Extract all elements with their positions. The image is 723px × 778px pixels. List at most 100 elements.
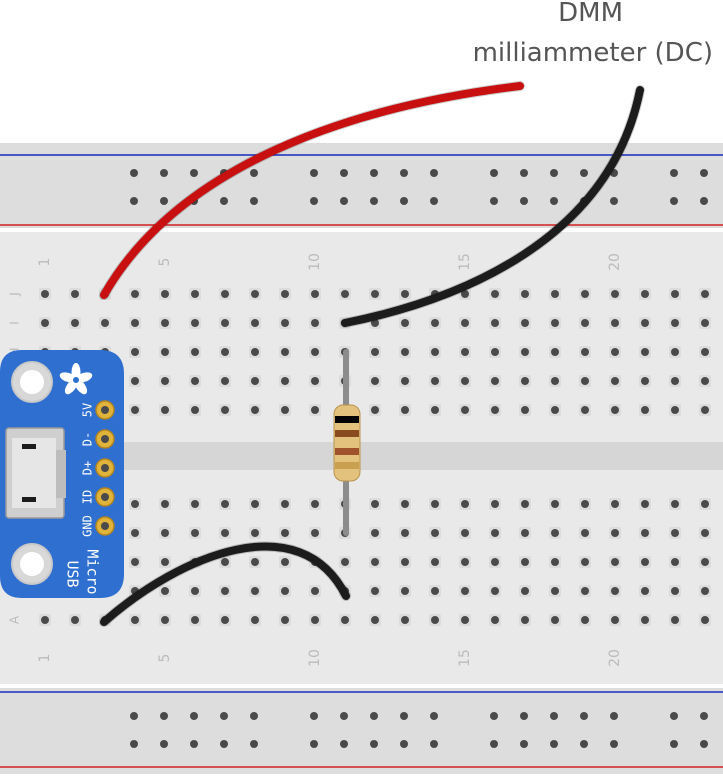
breadboard-hole: [251, 290, 259, 298]
rail-hole: [370, 169, 378, 177]
breadboard-hole: [701, 558, 709, 566]
breadboard-hole: [641, 587, 649, 595]
rail-hole: [520, 197, 528, 205]
breadboard-hole: [131, 319, 139, 327]
breadboard-hole: [461, 348, 469, 356]
resistor-band: [335, 462, 359, 469]
rail-hole: [160, 740, 168, 748]
column-number-bottom: 10: [307, 649, 323, 667]
usb-pin-hole: [101, 464, 109, 472]
breadboard-hole: [461, 406, 469, 414]
breadboard-hole: [521, 377, 529, 385]
breadboard-hole: [701, 290, 709, 298]
logo-petal: [59, 372, 78, 383]
breadboard-hole: [491, 529, 499, 537]
flower-logo-icon: [59, 363, 93, 395]
breadboard-hole: [221, 587, 229, 595]
breadboard-hole: [581, 587, 589, 595]
rail-hole: [250, 740, 258, 748]
column-number-bottom: 1: [37, 654, 53, 663]
breadboard-hole: [431, 616, 439, 624]
breadboard-hole: [161, 558, 169, 566]
breadboard-hole: [41, 319, 49, 327]
breadboard-hole: [701, 406, 709, 414]
breadboard-hole: [371, 290, 379, 298]
breadboard-hole: [521, 348, 529, 356]
breadboard-hole: [581, 529, 589, 537]
breadboard-hole: [611, 529, 619, 537]
rail-hole: [160, 169, 168, 177]
breadboard-hole: [401, 587, 409, 595]
resistor-band: [335, 416, 359, 423]
breadboard-hole: [281, 348, 289, 356]
breadboard-hole: [161, 406, 169, 414]
breadboard-hole: [701, 529, 709, 537]
breadboard-hole: [311, 587, 319, 595]
breadboard-hole: [221, 290, 229, 298]
rail-hole: [610, 712, 618, 720]
breadboard-hole: [551, 319, 559, 327]
mounting-hole-center: [20, 370, 44, 394]
breadboard-hole: [371, 377, 379, 385]
breadboard-hole: [311, 529, 319, 537]
breadboard-hole: [431, 406, 439, 414]
rail-hole: [190, 712, 198, 720]
rail-hole: [160, 197, 168, 205]
usb-pin-hole: [101, 493, 109, 501]
rail-hole: [130, 197, 138, 205]
meter-mode: milliammeter (DC): [472, 38, 713, 68]
breadboard-hole: [671, 587, 679, 595]
breadboard-hole: [191, 319, 199, 327]
breadboard-hole: [431, 348, 439, 356]
breadboard-hole: [581, 500, 589, 508]
breadboard-hole: [431, 587, 439, 595]
breadboard-hole: [671, 529, 679, 537]
rail-hole: [340, 197, 348, 205]
breadboard-hole: [311, 406, 319, 414]
breadboard-hole: [671, 500, 679, 508]
breadboard-hole: [401, 558, 409, 566]
breadboard-hole: [251, 348, 259, 356]
breadboard-hole: [311, 377, 319, 385]
rail-hole: [310, 712, 318, 720]
breadboard-hole: [671, 377, 679, 385]
breadboard-hole: [461, 500, 469, 508]
rail-hole: [310, 197, 318, 205]
breadboard-hole: [311, 319, 319, 327]
breadboard-hole: [191, 500, 199, 508]
rail-hole: [400, 197, 408, 205]
rail-hole: [310, 740, 318, 748]
breadboard-hole: [311, 348, 319, 356]
breadboard-hole: [401, 319, 409, 327]
breadboard-hole: [101, 319, 109, 327]
breadboard-hole: [521, 290, 529, 298]
breadboard-hole: [551, 500, 559, 508]
breadboard-hole: [131, 529, 139, 537]
rail-hole: [670, 740, 678, 748]
breadboard-hole: [341, 616, 349, 624]
breadboard-hole: [161, 319, 169, 327]
red-wire-meter-to-5v-row: [100, 82, 524, 299]
rail-hole: [520, 169, 528, 177]
rail-hole: [490, 197, 498, 205]
rail-hole: [130, 712, 138, 720]
rail-hole: [430, 712, 438, 720]
rail-hole: [520, 740, 528, 748]
breadboard-hole: [701, 500, 709, 508]
rail-hole: [490, 712, 498, 720]
usb-pin-hole: [101, 435, 109, 443]
breadboard-hole: [491, 558, 499, 566]
breadboard-hole: [371, 529, 379, 537]
breadboard-hole: [431, 500, 439, 508]
rail-hole: [700, 712, 708, 720]
breadboard-hole: [641, 616, 649, 624]
breadboard-hole: [161, 290, 169, 298]
breadboard-hole: [401, 348, 409, 356]
breadboard-hole: [131, 348, 139, 356]
breadboard-hole: [221, 529, 229, 537]
breadboard-hole: [641, 377, 649, 385]
rail-hole: [490, 169, 498, 177]
breadboard-hole: [581, 406, 589, 414]
